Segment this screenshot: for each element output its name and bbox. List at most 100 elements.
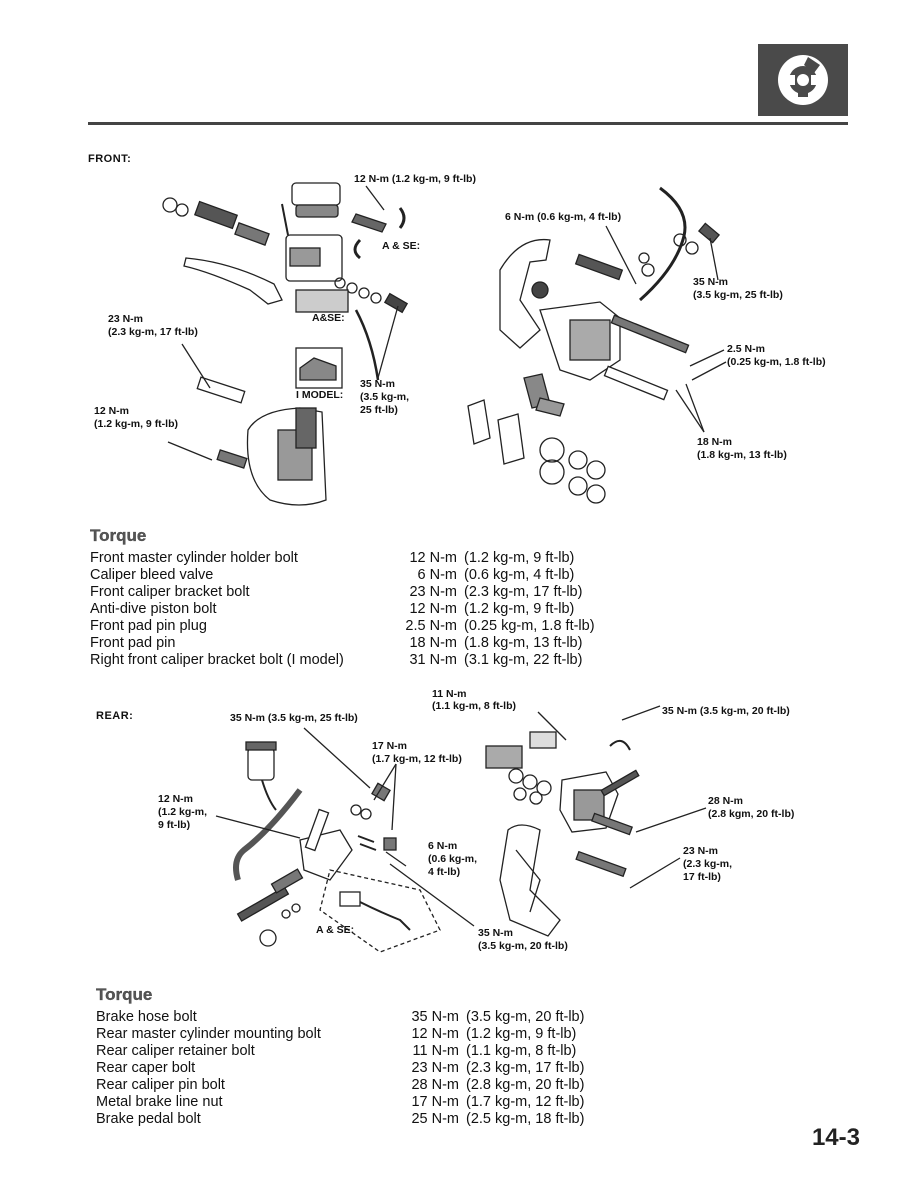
torque-nm: 28 N-m <box>411 1077 459 1093</box>
rear-callout-hose-right: 35 N-m (3.5 kg-m, 20 ft-lb) <box>662 705 790 717</box>
rear-callout-caper-1: 23 N-m <box>683 845 719 857</box>
front-section-label: FRONT: <box>88 153 132 165</box>
torque-item: Rear caliper pin bolt <box>96 1077 225 1093</box>
rear-callout-bleed-3: 4 ft-lb) <box>428 866 461 878</box>
torque-row: Rear caper bolt 23 N-m (2.3 kg-m, 17 ft-lb… <box>96 1060 584 1077</box>
rear-callout-mc-mount-3: 9 ft-lb) <box>158 819 191 831</box>
rear-callout-bleed-2: (0.6 kg-m, <box>428 853 478 865</box>
rear-callout-pin-bolt-1: 28 N-m <box>708 795 744 807</box>
torque-item: Anti-dive piston bolt <box>90 601 217 617</box>
torque-row: Front pad pin plug 2.5 N-m (0.25 kg-m, 1.8… <box>90 618 595 635</box>
torque-detail: (1.2 kg-m, 9 ft-lb) <box>464 550 575 566</box>
torque-nm: 35 N-m <box>411 1009 459 1025</box>
torque-row: Right front caliper bracket bolt (I mode… <box>90 652 595 669</box>
front-callout-imodel: I MODEL: <box>296 389 344 401</box>
front-callout-hose-left-3: 25 ft-lb) <box>360 404 398 416</box>
torque-nm: 12 N-m <box>409 601 457 617</box>
rear-callout-retainer-2: (1.1 kg-m, 8 ft-lb) <box>432 700 517 712</box>
torque-detail: (1.2 kg-m, 9 ft-lb) <box>466 1026 577 1042</box>
torque-nm: 18 N-m <box>409 635 457 651</box>
torque-nm: 31 N-m <box>409 652 457 668</box>
torque-item: Caliper bleed valve <box>90 567 214 583</box>
page-number: 14-3 <box>811 1124 860 1151</box>
front-callout-hose-left-1: 35 N-m <box>360 378 396 390</box>
front-torque-title: Torque <box>90 526 147 545</box>
front-callout-pin-plug-1: 2.5 N-m <box>727 343 765 355</box>
torque-row: Brake pedal bolt 25 N-m (2.5 kg-m, 18 ft-l… <box>96 1111 584 1128</box>
rear-callout-hose-top: 35 N-m (3.5 kg-m, 25 ft-lb) <box>230 712 358 724</box>
torque-detail: (2.3 kg-m, 17 ft-lb) <box>466 1060 585 1076</box>
rear-callout-hose-bottom-2: (3.5 kg-m, 20 ft-lb) <box>478 940 568 952</box>
torque-item: Front master cylinder holder bolt <box>90 550 298 566</box>
torque-detail: (3.5 kg-m, 20 ft-lb) <box>466 1009 585 1025</box>
torque-row: Brake hose bolt 35 N-m (3.5 kg-m, 20 ft-lb… <box>96 1009 584 1026</box>
rear-torque-table: Brake hose bolt 35 N-m (3.5 kg-m, 20 ft-lb… <box>96 1009 584 1128</box>
torque-detail: (2.8 kg-m, 20 ft-lb) <box>466 1077 585 1093</box>
front-torque-table: Front master cylinder holder bolt 12 N-m (… <box>90 550 595 669</box>
front-callout-antidive-2: (1.2 kg-m, 9 ft-lb) <box>94 418 179 430</box>
rear-callout-mc-mount-2: (1.2 kg-m, <box>158 806 208 818</box>
torque-item: Rear caper bolt <box>96 1060 196 1076</box>
front-callout-hose-left-2: (3.5 kg-m, <box>360 391 410 403</box>
torque-detail: (1.2 kg-m, 9 ft-lb) <box>464 601 575 617</box>
torque-row: Anti-dive piston bolt 12 N-m (1.2 kg-m, 9 … <box>90 601 595 618</box>
torque-nm: 6 N-m <box>417 567 457 583</box>
torque-detail: (1.8 kg-m, 13 ft-lb) <box>464 635 583 651</box>
rear-callout-mc-mount-1: 12 N-m <box>158 793 194 805</box>
front-callout-hose-right-1: 35 N-m <box>693 276 729 288</box>
torque-item: Front pad pin plug <box>90 618 207 634</box>
torque-detail: (2.5 kg-m, 18 ft-lb) <box>466 1111 585 1127</box>
torque-detail: (2.3 kg-m, 17 ft-lb) <box>464 584 583 600</box>
torque-row: Front caliper bracket bolt 23 N-m (2.3 kg-… <box>90 584 595 601</box>
torque-nm: 11 N-m <box>412 1043 459 1059</box>
rear-callout-pin-bolt-2: (2.8 kgm, 20 ft-lb) <box>708 808 795 820</box>
torque-item: Rear caliper retainer bolt <box>96 1043 255 1059</box>
front-brake-diagram <box>162 182 727 506</box>
front-callout-bracket-1: 23 N-m <box>108 313 144 325</box>
torque-item: Metal brake line nut <box>96 1094 223 1110</box>
rear-callout-brake-line-1: 17 N-m <box>372 740 408 752</box>
torque-row: Rear caliper pin bolt 28 N-m (2.8 kg-m, 20… <box>96 1077 584 1094</box>
torque-row: Front master cylinder holder bolt 12 N-m (… <box>90 550 595 567</box>
front-callout-ase-2: A&SE: <box>312 312 345 324</box>
torque-nm: 25 N-m <box>411 1111 459 1127</box>
rear-callout-caper-3: 17 ft-lb) <box>683 871 721 883</box>
rear-torque-title: Torque <box>96 985 153 1004</box>
front-callout-holder-bolt: 12 N-m (1.2 kg-m, 9 ft-lb) <box>354 173 476 185</box>
rear-callout-caper-2: (2.3 kg-m, <box>683 858 733 870</box>
torque-nm: 12 N-m <box>409 550 457 566</box>
torque-detail: (3.1 kg-m, 22 ft-lb) <box>464 652 583 668</box>
torque-item: Front caliper bracket bolt <box>90 584 250 600</box>
torque-item: Brake pedal bolt <box>96 1111 201 1127</box>
torque-nm: 23 N-m <box>411 1060 459 1076</box>
rear-brake-diagram <box>215 705 707 953</box>
front-callout-bracket-2: (2.3 kg-m, 17 ft-lb) <box>108 326 198 338</box>
torque-nm: 17 N-m <box>411 1094 459 1110</box>
torque-nm: 23 N-m <box>409 584 457 600</box>
front-callout-pin-plug-2: (0.25 kg-m, 1.8 ft-lb) <box>727 356 826 368</box>
torque-detail: (0.6 kg-m, 4 ft-lb) <box>464 567 575 583</box>
torque-row: Caliper bleed valve 6 N-m (0.6 kg-m, 4 ft-… <box>90 567 595 584</box>
torque-detail: (0.25 kg-m, 1.8 ft-lb) <box>464 618 595 634</box>
front-callout-hose-right-2: (3.5 kg-m, 25 ft-lb) <box>693 289 783 301</box>
front-callout-ase-1: A & SE: <box>382 240 421 252</box>
torque-detail: (1.1 kg-m, 8 ft-lb) <box>466 1043 577 1059</box>
header-rule <box>88 122 848 125</box>
rear-callout-ase: A & SE: <box>316 924 355 936</box>
brake-disc-icon <box>758 44 848 116</box>
torque-row: Front pad pin 18 N-m (1.8 kg-m, 13 ft-lb) <box>90 635 595 652</box>
torque-item: Right front caliper bracket bolt (I mode… <box>90 652 344 668</box>
front-callout-bleed-valve: 6 N-m (0.6 kg-m, 4 ft-lb) <box>505 211 622 223</box>
front-callout-pad-pin-2: (1.8 kg-m, 13 ft-lb) <box>697 449 787 461</box>
torque-item: Rear master cylinder mounting bolt <box>96 1026 321 1042</box>
torque-detail: (1.7 kg-m, 12 ft-lb) <box>466 1094 585 1110</box>
torque-row: Rear master cylinder mounting bolt 12 N-m… <box>96 1026 584 1043</box>
front-callout-antidive-1: 12 N-m <box>94 405 130 417</box>
rear-section-label: REAR: <box>96 710 134 722</box>
torque-item: Front pad pin <box>90 635 176 651</box>
torque-item: Brake hose bolt <box>96 1009 197 1025</box>
torque-nm: 2.5 N-m <box>405 618 457 634</box>
rear-callout-bleed-1: 6 N-m <box>428 840 458 852</box>
torque-nm: 12 N-m <box>411 1026 459 1042</box>
rear-callout-brake-line-2: (1.7 kg-m, 12 ft-lb) <box>372 753 462 765</box>
